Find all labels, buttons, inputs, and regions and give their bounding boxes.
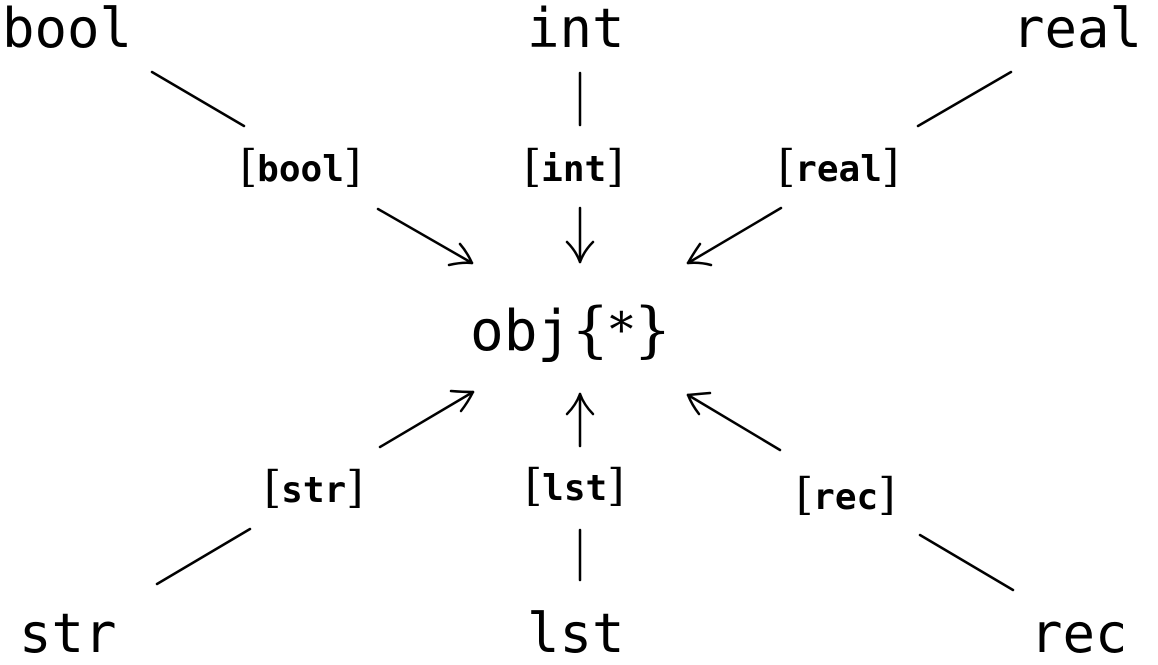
edge-label-bool-open: [ [240,141,258,192]
edge-label-str: [str] [264,466,363,510]
edge-label-int-text: int [541,149,607,190]
center-star: * [609,302,634,358]
arrowhead-bool [447,242,474,267]
edge-label-str-text: str [281,470,347,511]
edge-label-int: [int] [524,145,623,189]
edge-label-real-close: ] [881,141,900,192]
edge-label-bool-text: bool [257,149,344,190]
arrowhead-str [449,389,475,413]
edge-real-lower [686,206,783,265]
arrowhead-real [686,242,713,267]
edge-label-str-close: ] [346,462,364,513]
edge-label-lst-close: ] [607,460,625,511]
edge-label-real: [real] [778,145,899,189]
edge-bool-upper [150,70,246,128]
center-prefix: obj [470,299,572,364]
edge-rec-upper [686,393,782,452]
node-bool: bool [2,0,133,60]
arrowhead-int [565,240,595,264]
edge-label-real-open: [ [778,141,796,192]
edge-label-str-open: [ [264,462,282,513]
edge-label-rec-open: [ [796,469,814,520]
arrowhead-lst [565,392,595,416]
edge-bool-lower [376,207,474,265]
node-int: int [527,0,625,60]
edge-label-rec-close: ] [878,469,896,520]
edge-label-bool-close: ] [343,141,362,192]
node-rec: rec [1030,602,1128,665]
edge-label-lst-text: lst [542,468,608,509]
edge-str-lower [155,527,252,586]
edge-str-upper [378,390,475,449]
edge-label-lst-open: [ [525,460,543,511]
edge-label-rec: [rec] [796,473,895,517]
edge-label-rec-text: rec [813,477,879,518]
center-close-brace: } [633,295,672,365]
node-lst: lst [527,602,625,665]
edge-label-real-text: real [795,149,882,190]
edge-rec-lower [918,533,1015,592]
arrowhead-rec [686,391,712,416]
node-str: str [19,602,117,665]
edge-label-bool: [bool] [240,145,361,189]
edge-label-lst: [lst] [525,464,624,508]
node-obj-center: obj{*} [470,300,672,360]
edge-label-int-open: [ [524,141,542,192]
center-open-brace: { [571,295,610,365]
node-real: real [1012,0,1143,60]
edge-real-upper [916,70,1013,128]
edge-label-int-close: ] [606,141,624,192]
